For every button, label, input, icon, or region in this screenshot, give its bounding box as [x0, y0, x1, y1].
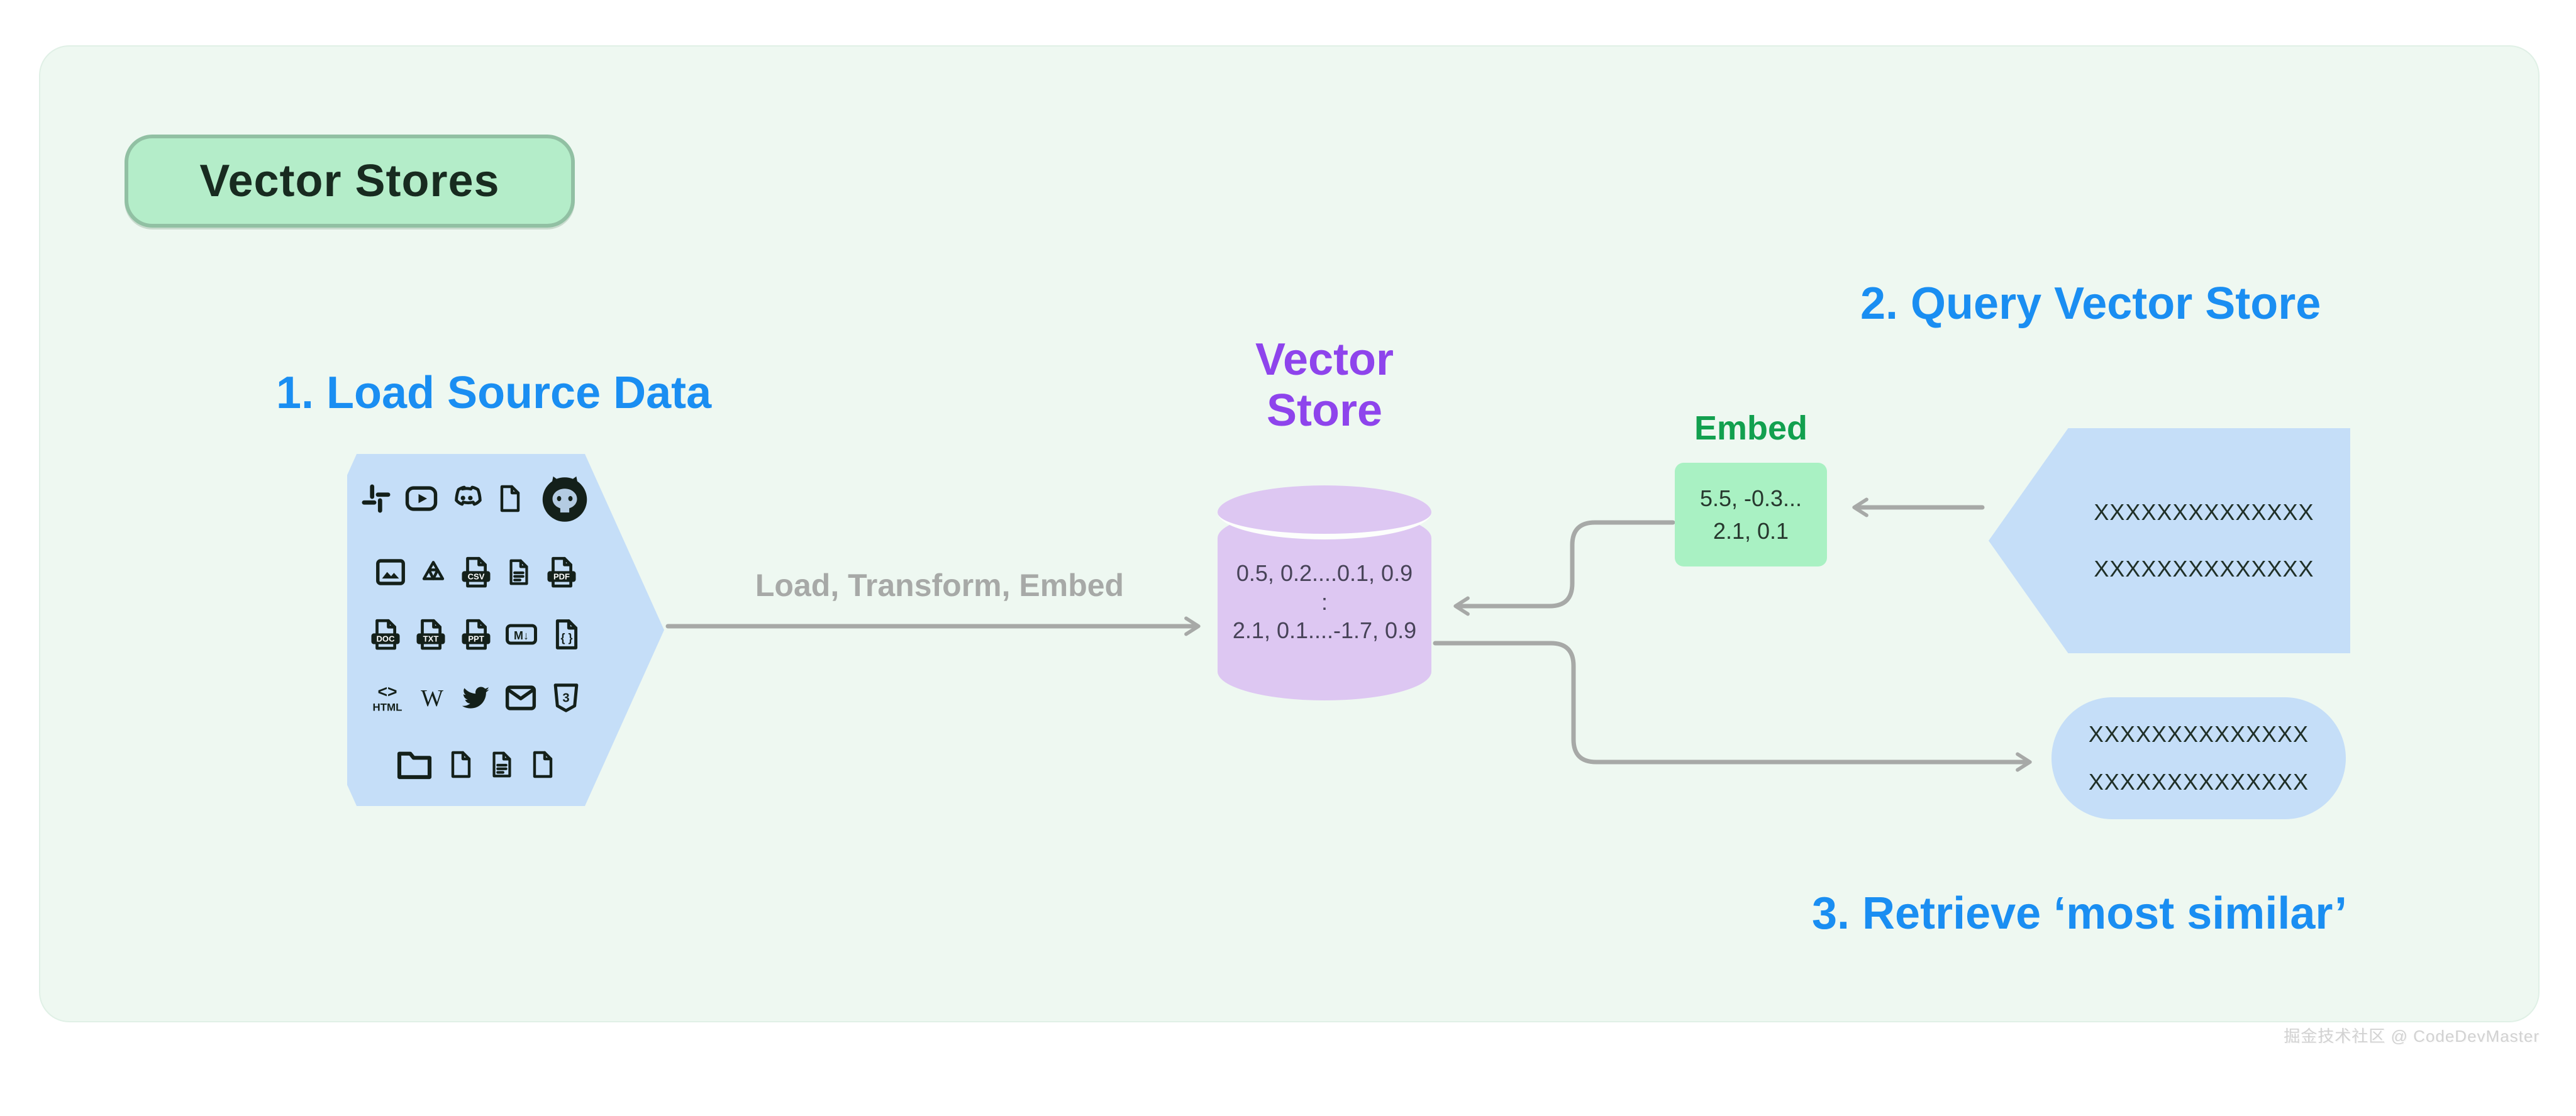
- load-transform-embed-label: Load, Transform, Embed: [755, 568, 1124, 603]
- query-document-shape: XXXXXXXXXXXXXX XXXXXXXXXXXXXX: [1989, 428, 2350, 653]
- twitter-icon: [458, 681, 492, 715]
- folder-icon: [394, 744, 435, 785]
- slack-icon: [359, 482, 393, 516]
- vector-rows: 0.5, 0.2....0.1, 0.9:2.1, 0.1....-1.7, 0…: [1218, 561, 1431, 643]
- embed-label: Embed: [1694, 409, 1808, 447]
- diagram-card: Vector Stores 1. Load Source Data 2. Que…: [39, 45, 2540, 1022]
- markdown-icon: M↓: [504, 617, 538, 651]
- step1-heading: 1. Load Source Data: [276, 368, 712, 418]
- image-icon: [374, 555, 408, 589]
- svg-text:PDF: PDF: [553, 572, 570, 581]
- svg-text:W: W: [421, 685, 443, 712]
- title-badge-label: Vector Stores: [199, 156, 500, 206]
- watermark: 掘金技术社区 @ CodeDevMaster: [2284, 1027, 2540, 1046]
- csv-file-icon: CSV: [459, 555, 493, 589]
- svg-text:<>: <>: [377, 682, 397, 701]
- query-text-row: XXXXXXXXXXXXXX: [2094, 556, 2314, 582]
- source-icon-cloud: CSV PDF DOC TXT PPT M↓ { } <>HTML W 3: [356, 470, 596, 785]
- wikipedia-icon: W: [417, 683, 447, 713]
- file-icon: [495, 483, 525, 514]
- embedding-row: 5.5, -0.3...: [1699, 485, 1802, 511]
- embed-box: 5.5, -0.3... 2.1, 0.1: [1675, 463, 1827, 566]
- ppt-file-icon: PPT: [459, 617, 493, 651]
- file-icon: [528, 749, 558, 780]
- pdf-file-icon: PDF: [545, 555, 579, 589]
- source-data-shape: CSV PDF DOC TXT PPT M↓ { } <>HTML W 3: [347, 454, 664, 806]
- file-icon: [446, 749, 476, 780]
- vector-store-cylinder: 0.5, 0.2....0.1, 0.9:2.1, 0.1....-1.7, 0…: [1218, 485, 1431, 700]
- svg-text:HTML: HTML: [373, 702, 402, 714]
- title-badge: Vector Stores: [125, 135, 575, 228]
- vector-store-title: Vector Store: [1205, 334, 1444, 436]
- vector-row: 0.5, 0.2....0.1, 0.9: [1236, 560, 1413, 586]
- cylinder-lid: [1218, 485, 1431, 539]
- step3-heading: 3. Retrieve ‘most similar’: [1812, 888, 2348, 939]
- css3-icon: 3: [549, 681, 583, 715]
- result-document-shape: XXXXXXXXXXXXXX XXXXXXXXXXXXXX: [2051, 697, 2346, 819]
- discord-icon: [450, 482, 484, 516]
- vector-row: 2.1, 0.1....-1.7, 0.9: [1232, 617, 1417, 644]
- cylinder-body: [1218, 509, 1431, 700]
- svg-text:M↓: M↓: [514, 629, 529, 642]
- vector-row: :: [1321, 588, 1328, 615]
- step2-heading: 2. Query Vector Store: [1860, 279, 2321, 329]
- svg-text:TXT: TXT: [423, 634, 439, 643]
- vector-store-title-line1: Vector: [1255, 334, 1394, 385]
- document-icon: [504, 558, 533, 587]
- result-text-row: XXXXXXXXXXXXXX: [2088, 769, 2309, 795]
- github-icon: [536, 470, 593, 527]
- json-file-icon: { }: [550, 617, 584, 651]
- svg-text:PPT: PPT: [468, 634, 484, 643]
- embedding-row: 2.1, 0.1: [1713, 517, 1789, 544]
- connector-store-to-result: [1433, 641, 2032, 772]
- google-drive-icon: [419, 558, 448, 587]
- youtube-icon: [404, 482, 438, 516]
- email-icon: [504, 681, 538, 715]
- txt-file-icon: TXT: [414, 617, 448, 651]
- svg-text:3: 3: [562, 691, 569, 705]
- doc-file-icon: DOC: [369, 617, 402, 651]
- html-icon: <>HTML: [369, 680, 406, 716]
- svg-text:DOC: DOC: [377, 634, 396, 643]
- result-text-row: XXXXXXXXXXXXXX: [2088, 721, 2309, 747]
- svg-text:CSV: CSV: [468, 572, 485, 581]
- connector-embed-to-store: [1453, 520, 1675, 616]
- document-icon: [487, 750, 516, 779]
- vector-store-title-line2: Store: [1266, 385, 1383, 436]
- query-text-row: XXXXXXXXXXXXXX: [2094, 499, 2314, 525]
- svg-text:{ }: { }: [560, 631, 572, 644]
